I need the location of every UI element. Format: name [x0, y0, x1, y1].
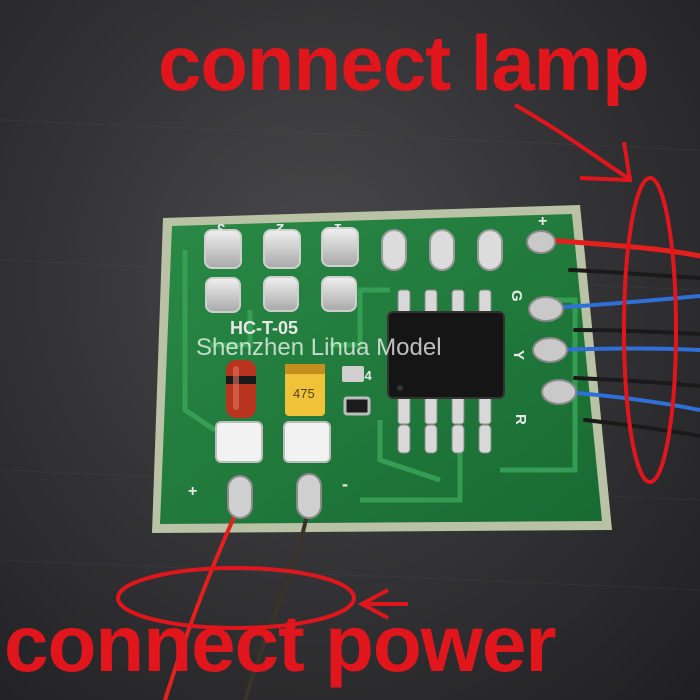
- pcb-board: 3 2 1 HC-T-05 104 + G Y R + -: [152, 205, 612, 533]
- lamp-wires: [545, 237, 700, 438]
- watermark-text: Shenzhen Lihua Model: [196, 334, 442, 361]
- lamp-arrow: [514, 103, 630, 180]
- annotation-marks: [116, 103, 678, 630]
- power-solder-joints: [227, 473, 322, 519]
- diode: [226, 360, 256, 418]
- side-label-r: R: [512, 414, 529, 425]
- power-arrow-head: [357, 588, 389, 620]
- pcb-traces: [182, 250, 578, 503]
- tantalum-capacitor: 475: [285, 364, 325, 416]
- power-wires: [163, 506, 310, 700]
- lamp-arrow-head: [579, 141, 633, 183]
- ic-chip: [387, 289, 505, 454]
- lamp-wire-circle: [622, 176, 678, 484]
- power-label-plus: +: [188, 483, 197, 500]
- side-label-y: Y: [510, 350, 527, 360]
- connect-lamp-label: connect lamp: [158, 19, 650, 107]
- power-wire-circle: [116, 566, 356, 630]
- side-label-plus: +: [538, 213, 547, 230]
- capacitor-marking: 475: [293, 386, 315, 401]
- pad-label-3: 3: [217, 221, 225, 237]
- power-label-minus: -: [342, 474, 348, 494]
- oval-pads: [381, 229, 503, 271]
- connect-power-label: connect power: [4, 599, 557, 688]
- pad-label-1: 1: [334, 221, 342, 237]
- pad-grid: [204, 227, 359, 313]
- model-marking: HC-T-05: [230, 318, 298, 338]
- small-components: [215, 366, 371, 463]
- lamp-solder-joints: [526, 230, 577, 405]
- silkscreen-labels: 3 2 1 HC-T-05 104 + G Y R + -: [188, 213, 547, 500]
- pad-label-2: 2: [276, 221, 284, 237]
- side-label-g: G: [508, 290, 525, 302]
